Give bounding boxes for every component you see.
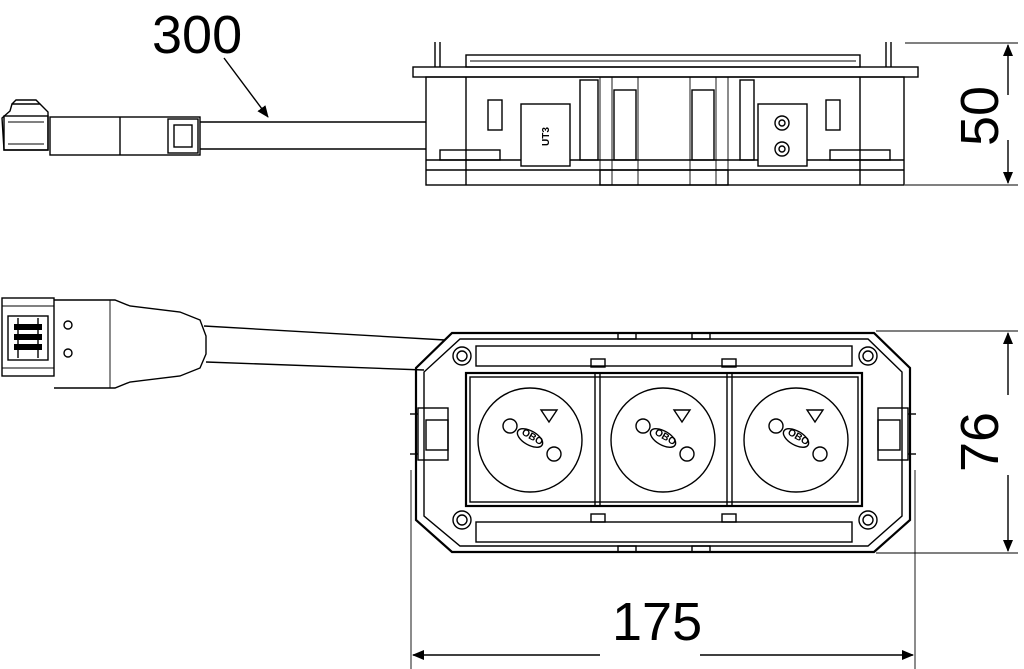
socket-dividers: [590, 358, 737, 523]
width-label: 175: [612, 592, 702, 652]
side-view-cable: [200, 121, 426, 150]
height-dimension: 50: [905, 42, 1018, 186]
side-view-plug: [1, 99, 201, 156]
top-view-cable: [203, 325, 446, 371]
ut3-label-module: UT3: [520, 103, 571, 167]
socket-mark-right: OBO: [786, 427, 811, 448]
module-code-label: UT3: [541, 127, 552, 146]
top-view: OBO OBO OBO 76: [1, 297, 1018, 669]
side-view-housing: [412, 42, 919, 186]
socket-right: OBO: [743, 387, 849, 493]
width-dimension: 175: [410, 470, 916, 669]
side-view: 300: [1, 5, 1018, 186]
double-outlet-module: [757, 103, 808, 167]
depth-label: 76: [950, 412, 1010, 472]
socket-mark-left: OBO: [520, 427, 545, 448]
height-label: 50: [950, 86, 1010, 146]
depth-dimension: 76: [876, 330, 1018, 554]
socket-mark-middle: OBO: [653, 427, 678, 448]
socket-middle: OBO: [610, 387, 716, 493]
socket-left: OBO: [477, 387, 583, 493]
cable-length-label: 300: [152, 5, 242, 65]
cable-length-dimension: 300: [152, 5, 269, 118]
top-view-plug: [1, 297, 207, 389]
top-view-housing: [410, 331, 916, 554]
